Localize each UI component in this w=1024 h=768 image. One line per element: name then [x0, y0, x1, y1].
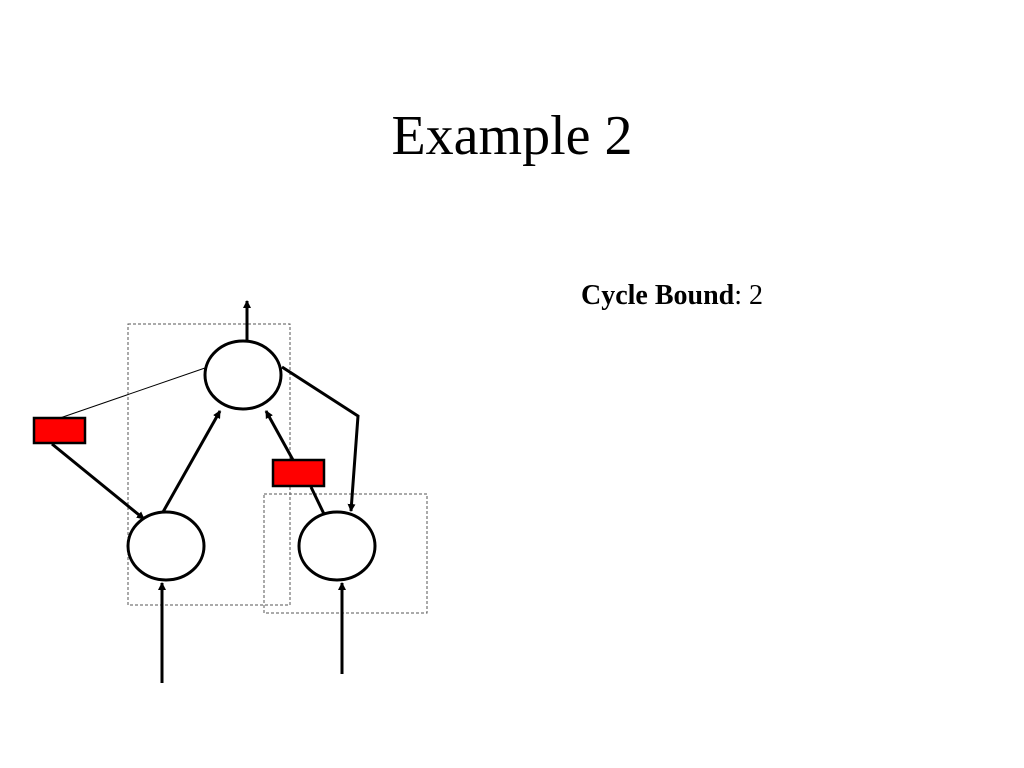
- cycle-bound-separator: :: [734, 280, 750, 311]
- edge-top-to-bottom-right: [281, 365, 360, 512]
- cycle-bound-label: Cycle Bound: [581, 280, 735, 311]
- edge-top-to-left-register: [59, 367, 206, 419]
- cycle-bound-text: Cycle Bound: 2: [581, 278, 763, 314]
- edge-register-to-top: [264, 410, 295, 461]
- edge-left-register-to-bottom-left: [51, 442, 145, 521]
- cycle-bound-value: 2: [749, 280, 764, 311]
- slide-title: Example 2: [391, 105, 633, 167]
- node-top: [203, 339, 283, 411]
- node-bottom-left: [126, 510, 206, 582]
- left-delay-register: [32, 416, 87, 445]
- middle-delay-register: [271, 458, 326, 488]
- right-partition-box: [263, 493, 428, 614]
- node-bottom-right: [297, 510, 377, 582]
- edge-bottom-left-to-top: [161, 410, 222, 513]
- edge-bottom-right-to-register: [309, 486, 326, 515]
